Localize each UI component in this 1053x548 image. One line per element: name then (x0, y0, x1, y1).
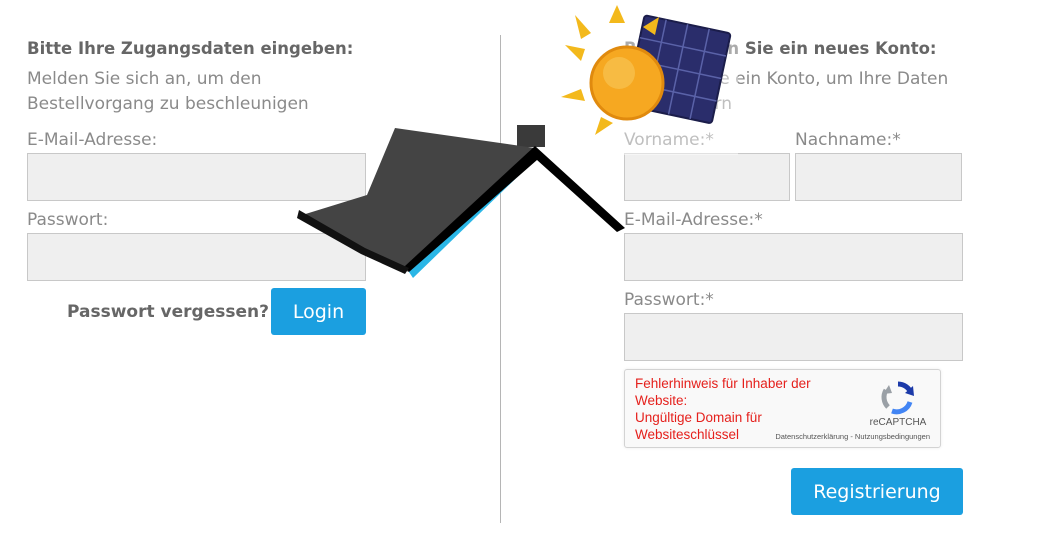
login-password-label: Passwort: (27, 210, 109, 230)
register-password-label: Passwort:* (624, 290, 714, 310)
register-subtext-line2: zu speichern (624, 94, 732, 114)
column-divider (500, 35, 501, 523)
register-subtext: Erstellen Sie ein Konto, um Ihre Daten z… (624, 67, 948, 117)
login-email-label: E-Mail-Adresse: (27, 130, 158, 150)
recaptcha-error-line3: Ungültige Domain für (635, 410, 762, 425)
recaptcha-logo-icon (880, 380, 916, 420)
login-email-input[interactable] (27, 153, 366, 201)
login-password-input[interactable] (27, 233, 366, 281)
register-heading: Registrieren Sie ein neues Konto: (624, 39, 937, 58)
forgot-password-link[interactable]: Passwort vergessen? (67, 302, 269, 322)
recaptcha-error-line2: Website: (635, 393, 688, 408)
login-subtext-line2: Bestellvorgang zu beschleunigen (27, 94, 309, 114)
register-subtext-line1: Erstellen Sie ein Konto, um Ihre Daten (624, 69, 949, 89)
login-heading: Bitte Ihre Zugangsdaten eingeben: (27, 39, 354, 58)
register-button[interactable]: Registrierung (791, 468, 963, 515)
recaptcha-error-line1: Fehlerhinweis für Inhaber der (635, 376, 811, 391)
login-button[interactable]: Login (271, 288, 366, 335)
firstname-label: Vorname:* (624, 130, 714, 150)
recaptcha-widget[interactable]: Fehlerhinweis für Inhaber der Website: U… (624, 369, 941, 448)
register-email-input[interactable] (624, 233, 963, 281)
recaptcha-brand: reCAPTCHA (869, 417, 927, 428)
login-subtext-line1: Melden Sie sich an, um den (27, 69, 262, 89)
recaptcha-error-message: Fehlerhinweis für Inhaber der Website: U… (635, 375, 850, 443)
lastname-label: Nachname:* (795, 130, 901, 150)
register-password-input[interactable] (624, 313, 963, 361)
login-subtext: Melden Sie sich an, um den Bestellvorgan… (27, 67, 309, 117)
recaptcha-links[interactable]: Datenschutzerklärung - Nutzungsbedingung… (775, 432, 930, 441)
lastname-input[interactable] (795, 153, 962, 201)
recaptcha-error-line4: Websiteschlüssel (635, 427, 740, 442)
firstname-input[interactable] (624, 153, 790, 201)
register-email-label: E-Mail-Adresse:* (624, 210, 763, 230)
